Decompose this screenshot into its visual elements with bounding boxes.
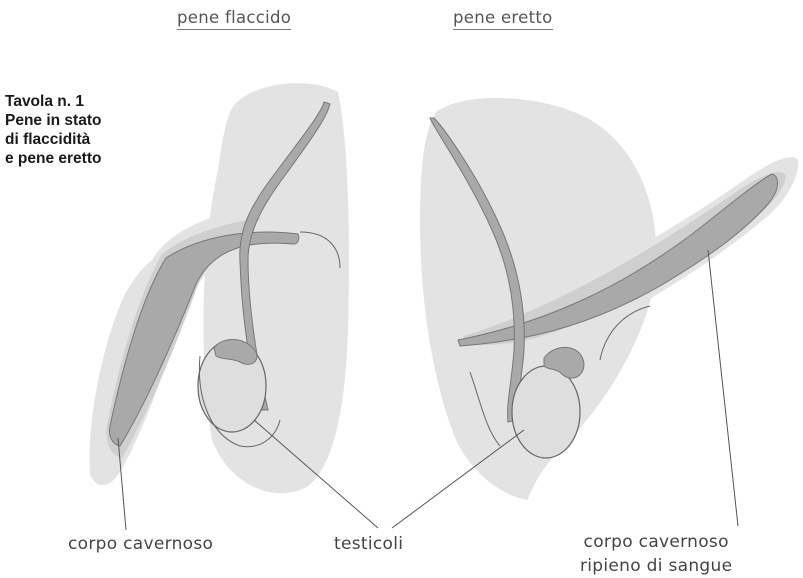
- erect-figure: [420, 98, 798, 500]
- label-corpo-cavernoso: corpo cavernoso: [68, 532, 213, 556]
- label-testicoli: testicoli: [334, 532, 403, 556]
- label-line: ripieno di sangue: [580, 554, 732, 578]
- flaccid-figure: [89, 83, 349, 493]
- leader-line-corpo-cavernoso-ripieno: [708, 250, 738, 526]
- label-line: corpo cavernoso: [580, 530, 732, 554]
- erect-testicle: [512, 366, 580, 458]
- label-corpo-cavernoso-ripieno: corpo cavernoso ripieno di sangue: [580, 530, 732, 578]
